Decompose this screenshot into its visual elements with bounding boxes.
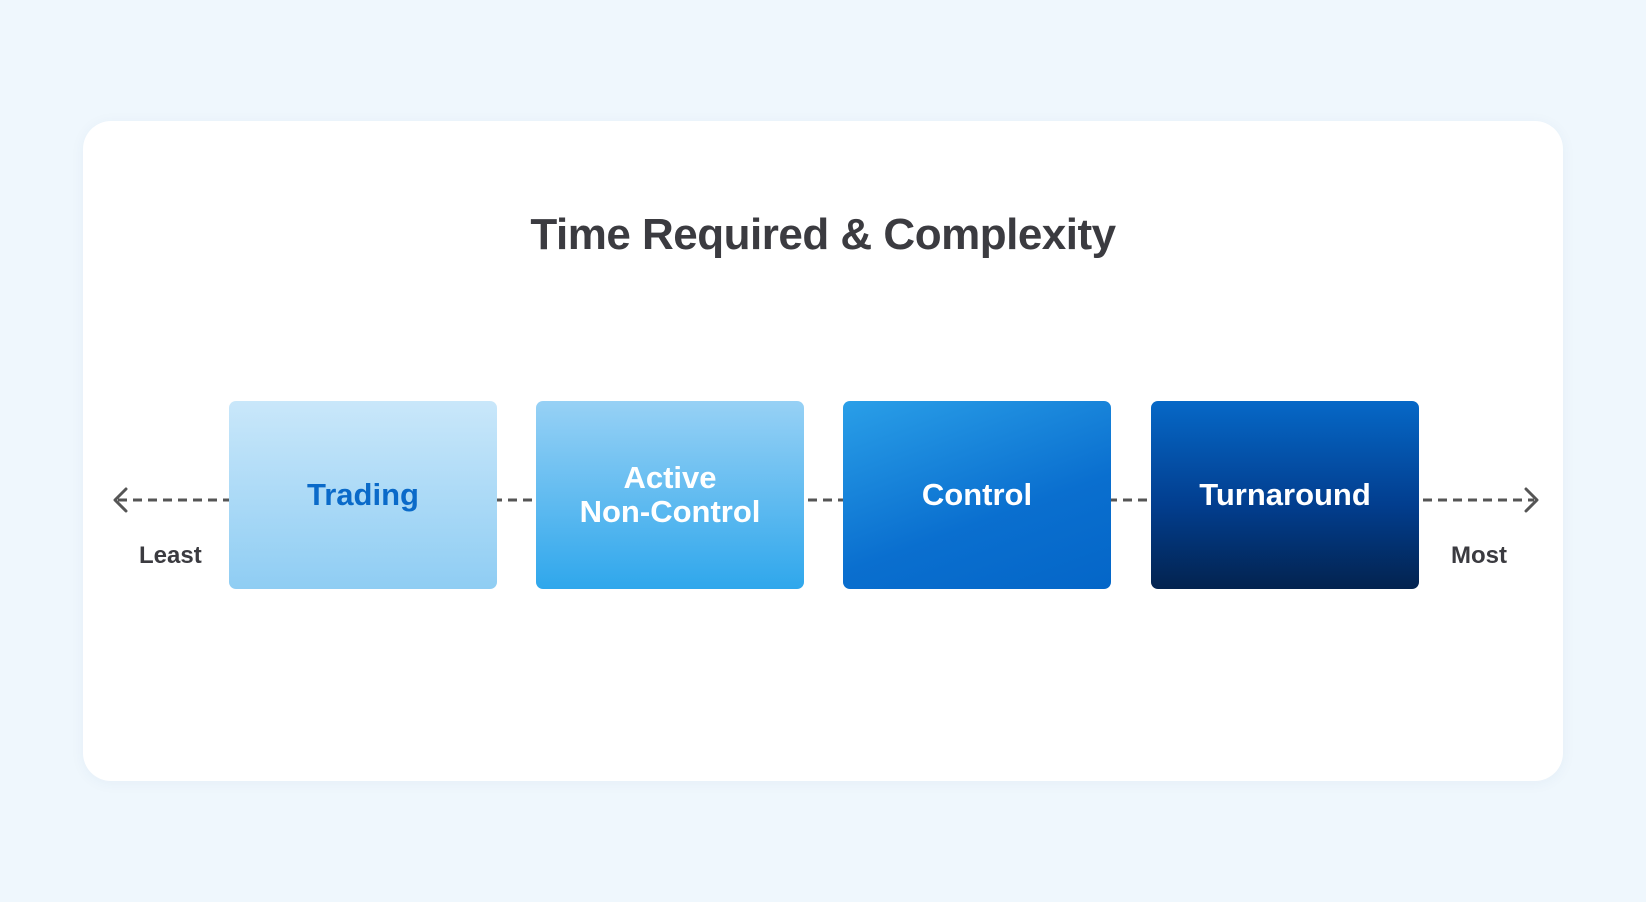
arrow-right-icon	[1524, 487, 1539, 513]
diagram-title: Time Required & Complexity	[530, 210, 1116, 259]
stage-label-control: Control	[921, 477, 1033, 512]
axis-label-most: Most	[1451, 542, 1507, 569]
stage-label-trading: Trading	[307, 477, 419, 512]
axis-label-least: Least	[139, 542, 202, 569]
stage-label-turnaround: Turnaround	[1199, 477, 1371, 512]
stage-box-turnaround: Turnaround	[1151, 401, 1419, 589]
stage-box-trading: Trading	[229, 401, 497, 589]
stage-label-active-non-control: Active Non-Control	[579, 460, 761, 529]
arrow-left-icon	[113, 487, 128, 513]
stage-box-active-non-control: Active Non-Control	[536, 401, 804, 589]
stage-box-control: Control	[843, 401, 1111, 589]
